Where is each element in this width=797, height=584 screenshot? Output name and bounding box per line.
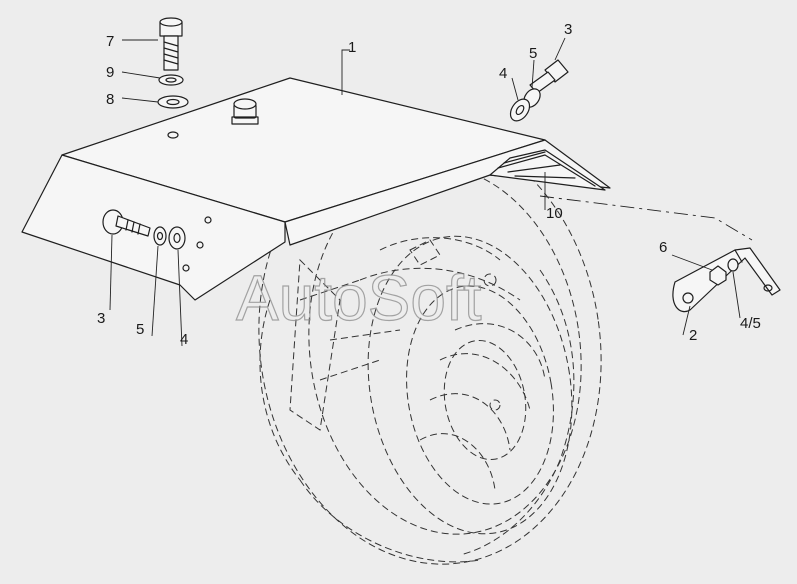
callout-5-left: 5 [136, 321, 144, 338]
washer-part-5-left [153, 226, 167, 246]
washer-part-4-5 [727, 258, 739, 272]
callout-2: 2 [689, 327, 697, 344]
leader-lines [109, 37, 753, 347]
bolt-part-7 [159, 17, 183, 71]
callout-7: 7 [106, 33, 114, 50]
bolt-part-3-left [102, 209, 151, 237]
washer-part-9 [158, 74, 184, 86]
callout-3-left: 3 [97, 310, 105, 327]
washer-part-4-left [168, 226, 186, 250]
callout-4-top: 4 [499, 65, 507, 82]
callout-9: 9 [106, 64, 114, 81]
bracket-part-2 [672, 247, 781, 313]
washer-part-8 [157, 95, 189, 109]
bolt-part-3-top [529, 59, 569, 94]
callout-8: 8 [106, 91, 114, 108]
callout-6: 6 [659, 239, 667, 256]
callout-4-5: 4/5 [740, 315, 761, 332]
callout-1: 1 [348, 39, 356, 56]
callout-5-top: 5 [529, 45, 537, 62]
watermark-text: AutoSoft [236, 262, 482, 334]
callout-4-left: 4 [180, 331, 188, 348]
callout-10: 10 [546, 205, 563, 222]
nut-part-6 [709, 265, 727, 286]
fan-assembly-hidden [258, 125, 602, 565]
cover-part-1 [21, 77, 611, 301]
callout-labels: 1 7 9 8 3 5 4 3 5 4 10 6 2 4/5 [97, 21, 761, 348]
washer-part-4-top [509, 98, 531, 122]
mount-hole-top [167, 131, 179, 139]
callout-3-top: 3 [564, 21, 572, 38]
